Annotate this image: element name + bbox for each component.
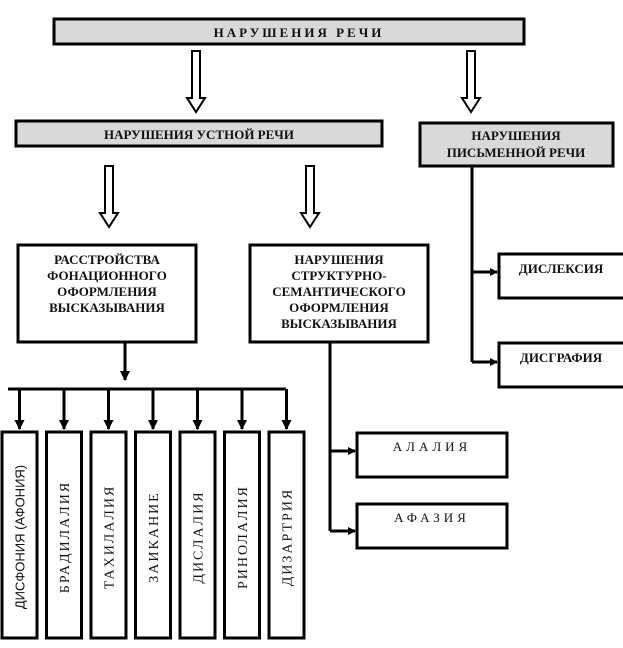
- structural-label-line: НАРУШЕНИЯ: [294, 252, 384, 267]
- structural-label-line: ВЫСКАЗЫВАНИЯ: [281, 316, 397, 331]
- phonation-child-box: [45, 430, 83, 640]
- hollow-arrow-down-icon: [299, 165, 321, 229]
- oral-speech-box: [14, 119, 384, 148]
- root-label: НАРУШЕНИЯ РЕЧИ: [214, 25, 385, 40]
- phonation-child-label: ТАХИЛАЛИЯ: [103, 485, 118, 590]
- phonation-label-line: ОФОРМЛЕНИЯ: [57, 284, 157, 299]
- dyslexia-node: ДИСЛЕКСИЯ: [497, 252, 623, 300]
- phonation-child-node: РИНОЛАЛИЯ: [223, 430, 261, 640]
- dyslexia-label: ДИСЛЕКСИЯ: [519, 261, 604, 276]
- structural-node: НАРУШЕНИЯ СТРУКТУРНО- СЕМАНТИЧЕСКОГО ОФО…: [248, 243, 430, 344]
- structural-label-line: СЕМАНТИЧЕСКОГО: [272, 284, 406, 299]
- written-speech-box: [418, 121, 615, 168]
- phonation-child-node: ДИЗАРТРИЯ: [267, 430, 306, 640]
- phonation-child-box: [89, 430, 128, 640]
- dysgraphia-label: ДИСГРАФИЯ: [520, 350, 603, 365]
- alalia-box: [355, 431, 509, 479]
- phonation-child-box: [134, 430, 172, 640]
- phonation-child-node: ДИСФОНИЯ (АФОНИЯ): [0, 430, 39, 640]
- phonation-child-label: РИНОЛАЛИЯ: [236, 485, 251, 589]
- phonation-child-node: ДИСЛАЛИЯ: [178, 430, 217, 640]
- phonation-drops: [14, 389, 292, 430]
- structural-label-line: ОФОРМЛЕНИЯ: [289, 300, 389, 315]
- root-box: [52, 17, 526, 46]
- aphasia-label: АФАЗИЯ: [394, 510, 470, 525]
- phonation-child-node: ТАХИЛАЛИЯ: [89, 430, 128, 640]
- phonation-children: ДИСФОНИЯ (АФОНИЯ) БРАДИЛАЛИЯ ТАХИЛАЛИЯ ЗАИК…: [0, 430, 306, 640]
- oral-speech-label: НАРУШЕНИЯ УСТНОЙ РЕЧИ: [104, 127, 294, 142]
- structural-box: [248, 243, 430, 344]
- aphasia-box: [355, 502, 509, 550]
- phonation-child-label: БРАДИЛАЛИЯ: [58, 481, 73, 593]
- hollow-arrow-down-icon: [185, 50, 207, 114]
- phonation-label-line: ФОНАЦИОННОГО: [47, 268, 167, 283]
- aphasia-node: АФАЗИЯ: [355, 502, 509, 550]
- phonation-child-box: [178, 430, 217, 640]
- phonation-child-label: ДИЗАРТРИЯ: [281, 488, 296, 587]
- hollow-arrow-down-icon: [98, 165, 120, 229]
- phonation-label-line: РАССТРОЙСТВА: [54, 252, 160, 267]
- written-speech-node: НАРУШЕНИЯ ПИСЬМЕННОЙ РЕЧИ: [418, 121, 615, 168]
- phonation-child-label: ДИСЛАЛИЯ: [192, 490, 207, 583]
- structural-label-line: СТРУКТУРНО-: [291, 268, 386, 283]
- phonation-box: [16, 243, 198, 344]
- alalia-label: АЛАЛИЯ: [393, 439, 471, 454]
- root-node: НАРУШЕНИЯ РЕЧИ: [52, 17, 526, 46]
- written-speech-label-line: ПИСЬМЕННОЙ РЕЧИ: [447, 145, 586, 160]
- phonation-child-label: ДИСФОНИЯ (АФОНИЯ): [13, 465, 28, 609]
- phonation-child-box: [223, 430, 261, 640]
- oral-speech-node: НАРУШЕНИЯ УСТНОЙ РЕЧИ: [14, 119, 384, 148]
- alalia-node: АЛАЛИЯ: [355, 431, 509, 479]
- hollow-arrow-down-icon: [460, 50, 482, 114]
- dyslexia-box: [497, 252, 623, 300]
- phonation-child-box: [267, 430, 306, 640]
- phonation-child-node: БРАДИЛАЛИЯ: [45, 430, 83, 640]
- phonation-child-node: ЗАИКАНИЕ: [134, 430, 172, 640]
- phonation-node: РАССТРОЙСТВА ФОНАЦИОННОГО ОФОРМЛЕНИЯ ВЫС…: [16, 243, 198, 344]
- written-speech-label-line: НАРУШЕНИЯ: [471, 128, 561, 143]
- phonation-child-label: ЗАИКАНИЕ: [147, 491, 162, 582]
- phonation-child-box: [0, 430, 39, 640]
- phonation-label-line: ВЫСКАЗЫВАНИЯ: [49, 300, 165, 315]
- dysgraphia-node: ДИСГРАФИЯ: [497, 341, 623, 389]
- dysgraphia-box: [497, 341, 623, 389]
